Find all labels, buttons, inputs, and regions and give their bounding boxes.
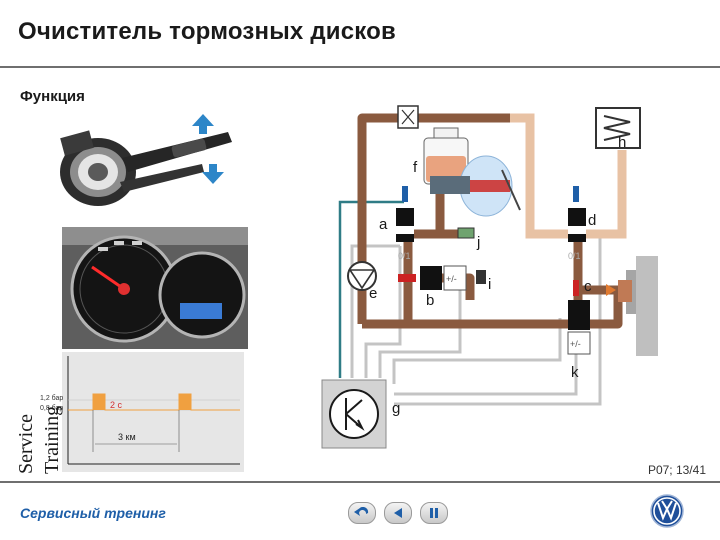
label-b: b xyxy=(426,292,434,309)
valve-c: +/- xyxy=(567,280,591,355)
back-button[interactable] xyxy=(348,502,376,524)
check-valve-top xyxy=(397,105,419,129)
valve-a-mode: 0/1 xyxy=(398,251,411,261)
up-arrow-icon xyxy=(192,114,214,134)
label-a: a xyxy=(379,216,388,233)
label-f: f xyxy=(413,159,418,176)
down-arrow-icon xyxy=(202,164,224,184)
pulse-1 xyxy=(93,394,105,410)
label-h: h xyxy=(618,134,626,151)
pressure-sensor-j xyxy=(457,227,475,239)
wordmark-service: Service xyxy=(15,414,37,474)
return-line xyxy=(500,113,627,239)
valve-b: +/- xyxy=(398,265,467,291)
pause-button[interactable] xyxy=(420,502,448,524)
y-tick-1-2: 1,2 бар xyxy=(40,394,63,402)
pulse-2 xyxy=(179,394,191,410)
steering-switch-image xyxy=(60,114,232,206)
teal-signal-line xyxy=(338,200,404,378)
footer-divider xyxy=(0,481,720,483)
previous-button[interactable] xyxy=(384,502,412,524)
instrument-cluster-image xyxy=(62,227,248,349)
distance-label: 3 км xyxy=(118,432,136,442)
title-divider xyxy=(0,66,720,68)
back-icon xyxy=(354,507,369,516)
brake-fluid-reservoir xyxy=(423,127,469,185)
section-label: Функция xyxy=(20,88,85,105)
brake-booster xyxy=(430,155,521,217)
valve-i xyxy=(476,270,486,284)
label-j: j xyxy=(476,234,480,251)
previous-icon xyxy=(394,508,402,518)
slide-navigation xyxy=(348,502,448,524)
label-c: c xyxy=(584,278,592,295)
valve-k-mode: +/- xyxy=(570,339,581,349)
brake-caliper xyxy=(606,256,658,356)
valve-d-mode: 0/1 xyxy=(568,251,581,261)
wordmark-training: Training xyxy=(41,406,63,474)
pressure-timing-chart: 1,2 бар 0,8 бар 2 с 3 км xyxy=(40,352,244,472)
valve-b-mode: +/- xyxy=(446,274,457,284)
page-number: P07; 13/41 xyxy=(647,463,706,477)
pump-e xyxy=(347,261,377,291)
y-tick-0-8: 0,8 бар xyxy=(40,404,63,412)
vw-logo xyxy=(650,494,684,528)
brake-disc-wiper-schematic: 0/1 0/1 +/- +/- xyxy=(321,105,658,449)
label-d: d xyxy=(588,212,596,229)
label-e: e xyxy=(369,285,377,302)
pulse-duration-label: 2 с xyxy=(110,400,123,410)
footer-brand: Сервисный тренинг xyxy=(20,505,166,521)
valve-a: 0/1 xyxy=(396,186,414,261)
label-i: i xyxy=(488,276,491,293)
slide-title: Очиститель тормозных дисков xyxy=(18,18,396,45)
label-k: k xyxy=(571,364,579,381)
label-g: g xyxy=(392,400,400,417)
control-unit-g xyxy=(321,379,387,449)
pause-icon xyxy=(430,508,438,518)
service-training-wordmark: Service Training xyxy=(15,406,63,474)
valve-d: 0/1 xyxy=(568,186,586,261)
accumulator-h xyxy=(595,107,641,149)
chart-background xyxy=(62,352,244,472)
